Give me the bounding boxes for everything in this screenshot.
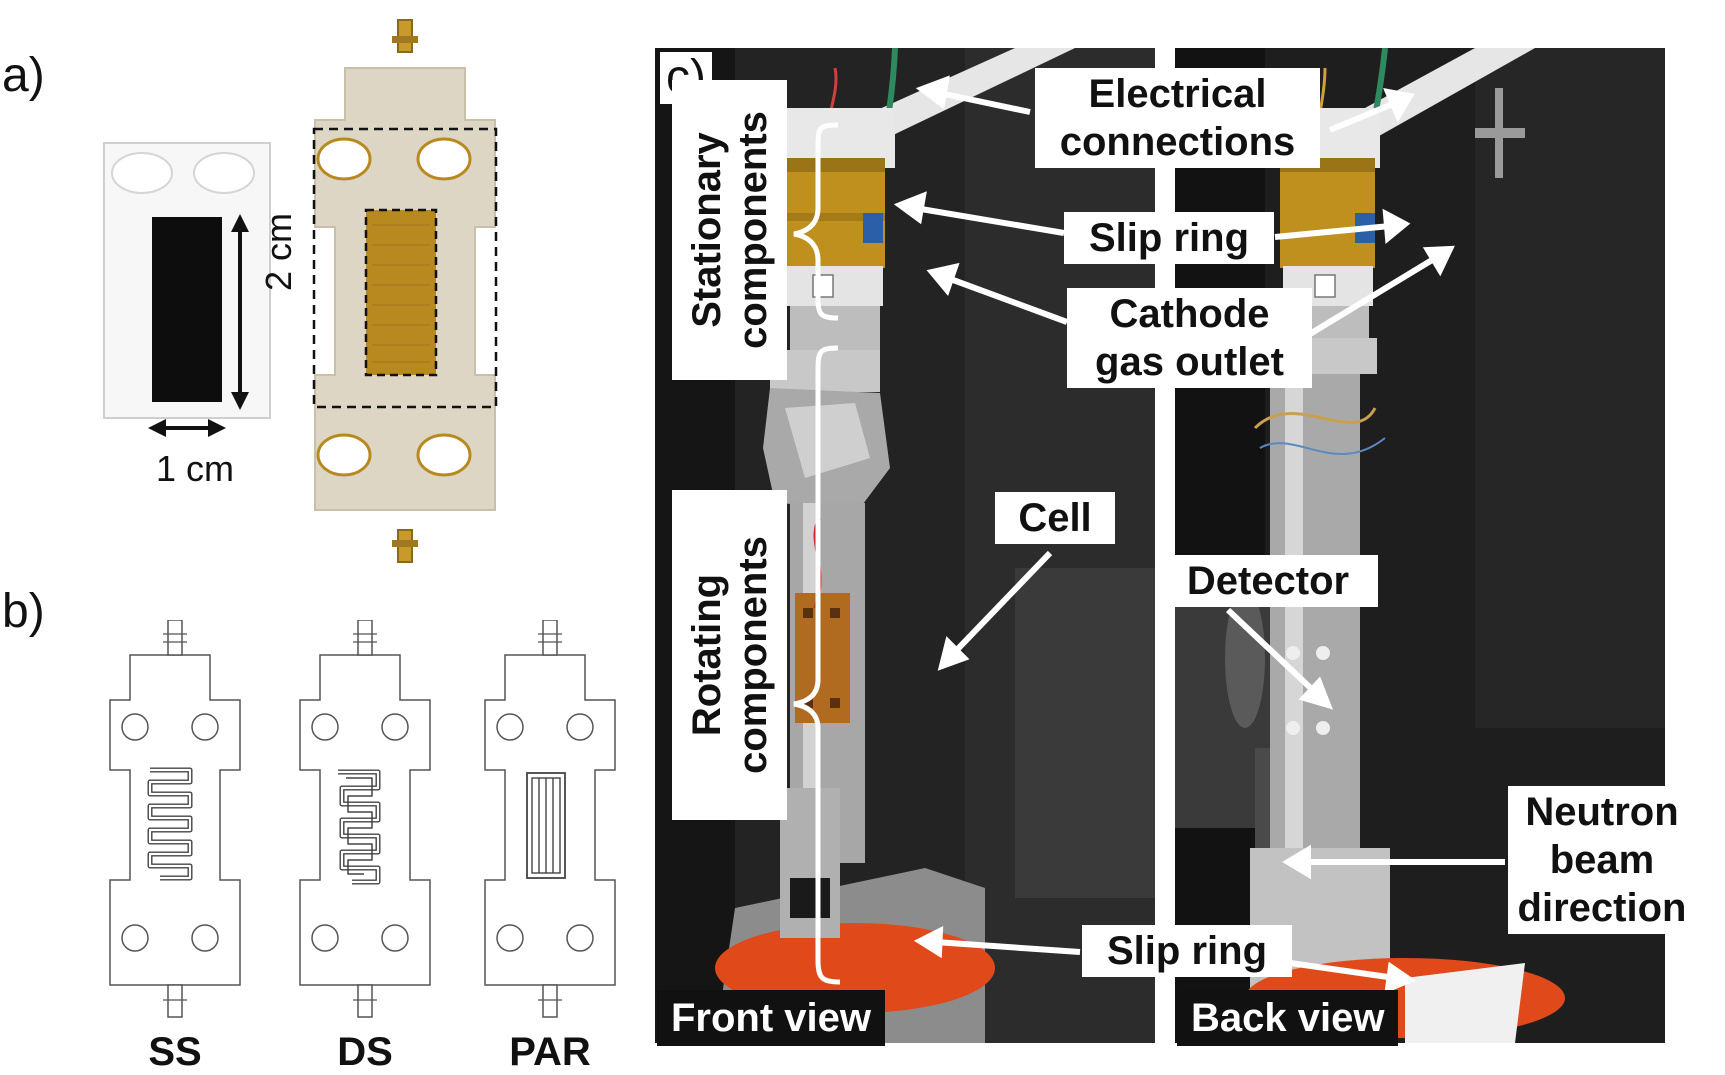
callout-cell: Cell: [995, 492, 1115, 544]
flow-field-gold: [364, 208, 438, 377]
hole-outline: [111, 152, 173, 194]
callout-slip-ring-bottom: Slip ring: [1082, 925, 1292, 977]
electrode-outline-dashed: [312, 127, 498, 409]
arrow-cathode-front: [943, 274, 1069, 325]
view-label-front: Front view: [657, 990, 886, 1046]
arrow-slip-ring-bottom-front: [934, 939, 1081, 955]
view-label-back: Back view: [1177, 990, 1399, 1046]
panel-label-a: a): [2, 49, 45, 102]
design-ss-plate: [109, 620, 241, 1018]
label-rotating-components: Rotating components: [672, 490, 787, 820]
panel-label-b: b): [2, 585, 45, 638]
callout-detector: Detector: [1158, 555, 1378, 607]
panel-a-diagram: [103, 19, 498, 563]
callout-electrical-connections: Electrical connections: [1035, 68, 1320, 168]
hole-outline: [193, 152, 255, 194]
label-stationary-components: Stationary components: [672, 80, 787, 380]
arrow-slip-ring-front: [914, 205, 1065, 236]
design-ds-plate: [299, 620, 431, 1018]
arrow-cathode-back: [1298, 254, 1439, 343]
design-label-ss: SS: [148, 1030, 202, 1074]
dimension-label-width: 1 cm: [155, 448, 234, 489]
arrow-slip-ring-bottom-back: [1282, 959, 1396, 981]
callout-neutron-beam-direction: Neutron beam direction: [1508, 786, 1696, 934]
design-label-ds: DS: [337, 1030, 393, 1074]
callout-slip-ring-top: Slip ring: [1064, 212, 1274, 264]
arrow-cell: [949, 550, 1053, 658]
parallel-channels: [526, 772, 566, 879]
panel-b-diagram: [109, 620, 616, 1018]
design-label-par: PAR: [509, 1030, 591, 1074]
brace-rotating: [793, 345, 841, 985]
arrow-slip-ring-back: [1274, 223, 1391, 240]
design-par-plate: [484, 620, 616, 1018]
brace-stationary: [793, 122, 839, 321]
active-area-rect: [152, 217, 222, 402]
arrow-electrical-back: [1328, 100, 1397, 133]
callout-cathode-gas-outlet: Cathode gas outlet: [1067, 288, 1312, 388]
arrow-detector: [1225, 607, 1321, 698]
arrow-electrical-front: [934, 89, 1031, 115]
